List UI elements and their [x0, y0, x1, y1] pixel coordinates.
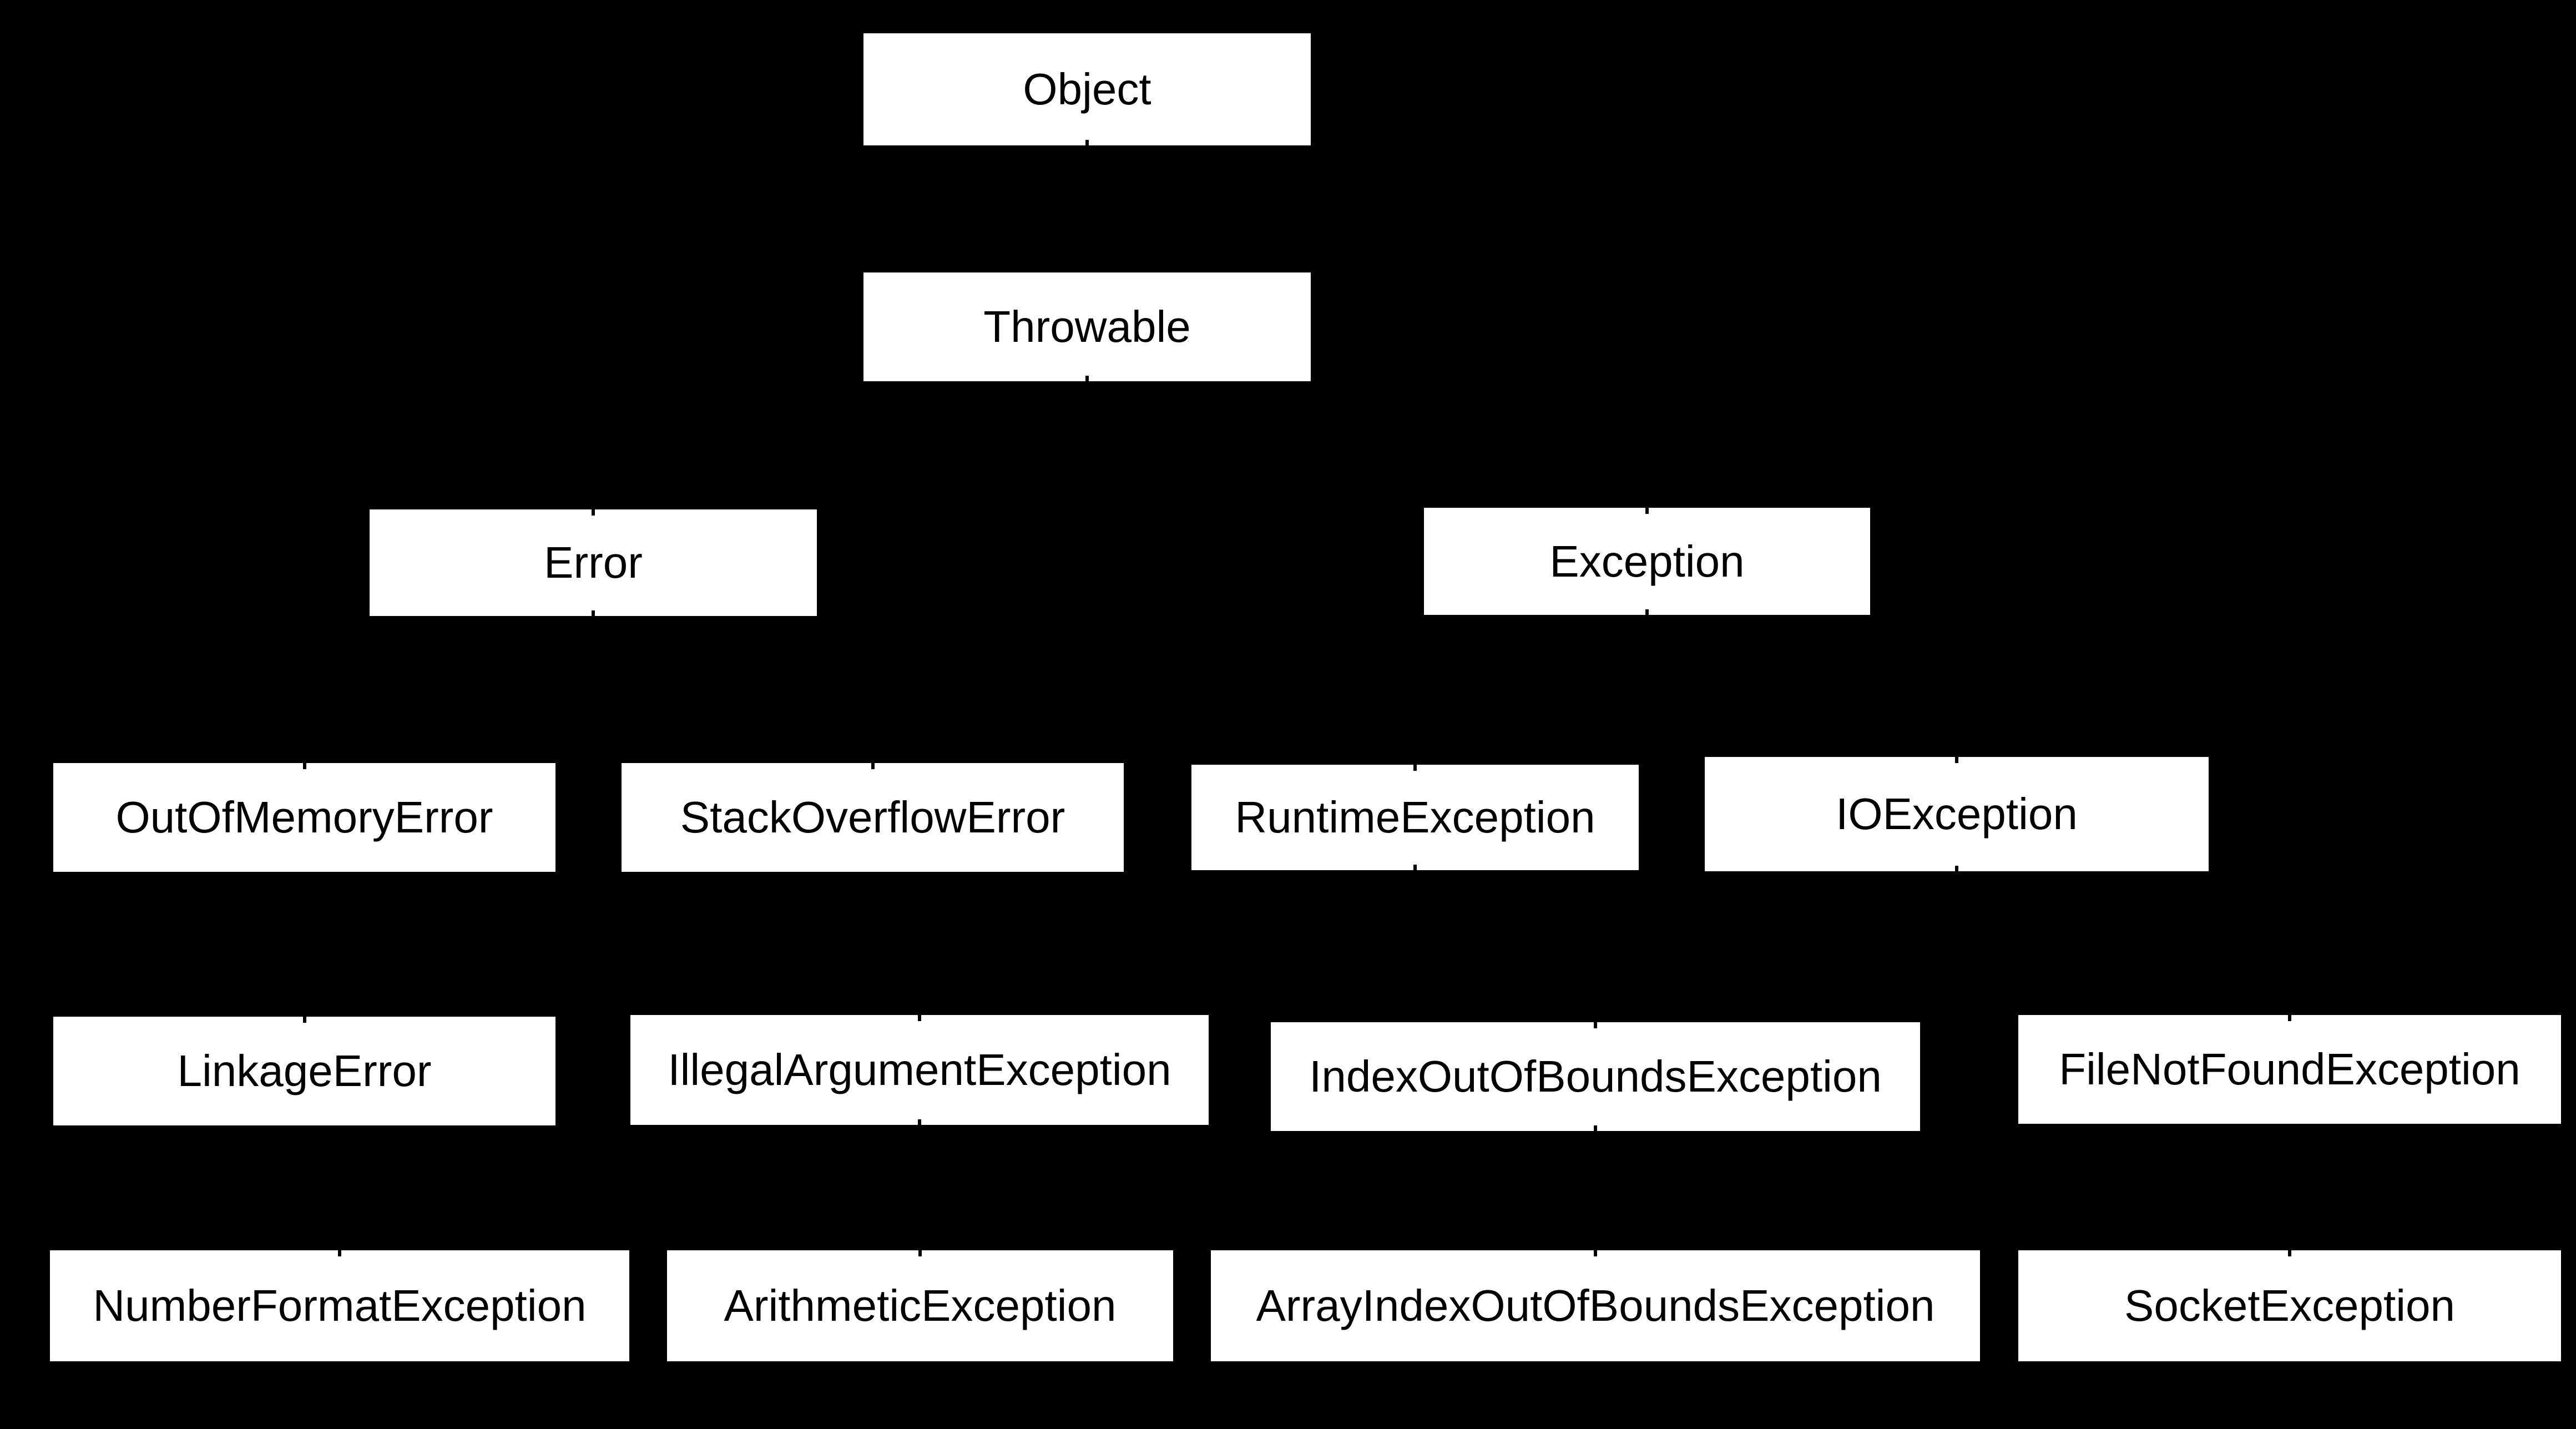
node-error-label: Error	[544, 538, 643, 587]
node-out-of-memory-error-label: OutOfMemoryError	[115, 792, 493, 842]
node-index-out-of-bounds-exception-label: IndexOutOfBoundsException	[1309, 1052, 1882, 1101]
node-illegal-argument-exception: IllegalArgumentException	[630, 1015, 1209, 1125]
node-exception-label: Exception	[1549, 536, 1745, 586]
node-throwable-label: Throwable	[983, 302, 1191, 351]
node-arithmetic-exception-label: ArithmeticException	[724, 1281, 1117, 1330]
node-linkage-error-label: LinkageError	[177, 1046, 432, 1095]
node-socket-exception: SocketException	[2018, 1250, 2561, 1361]
node-io-exception: IOException	[1705, 757, 2209, 871]
node-linkage-error: LinkageError	[53, 1017, 555, 1125]
node-error: Error	[370, 509, 817, 616]
node-file-not-found-exception: FileNotFoundException	[2018, 1015, 2561, 1124]
node-io-exception-label: IOException	[1836, 789, 2078, 839]
node-number-format-exception-label: NumberFormatException	[93, 1281, 587, 1330]
node-array-index-out-of-bounds-exception: ArrayIndexOutOfBoundsException	[1211, 1250, 1980, 1361]
node-array-index-out-of-bounds-exception-label: ArrayIndexOutOfBoundsException	[1256, 1281, 1935, 1330]
node-object-label: Object	[1023, 64, 1151, 114]
node-illegal-argument-exception-label: IllegalArgumentException	[668, 1045, 1171, 1094]
node-out-of-memory-error: OutOfMemoryError	[53, 763, 555, 872]
node-stack-overflow-error-label: StackOverflowError	[680, 792, 1065, 842]
node-throwable: Throwable	[863, 272, 1311, 381]
node-stack-overflow-error: StackOverflowError	[622, 763, 1124, 872]
node-exception: Exception	[1424, 508, 1870, 615]
node-object: Object	[863, 33, 1311, 145]
node-index-out-of-bounds-exception: IndexOutOfBoundsException	[1271, 1022, 1920, 1131]
node-runtime-exception-label: RuntimeException	[1235, 792, 1595, 842]
node-file-not-found-exception-label: FileNotFoundException	[2059, 1044, 2521, 1094]
node-arithmetic-exception: ArithmeticException	[667, 1250, 1173, 1361]
node-runtime-exception: RuntimeException	[1191, 765, 1639, 870]
node-number-format-exception: NumberFormatException	[50, 1250, 629, 1361]
node-socket-exception-label: SocketException	[2124, 1281, 2455, 1330]
